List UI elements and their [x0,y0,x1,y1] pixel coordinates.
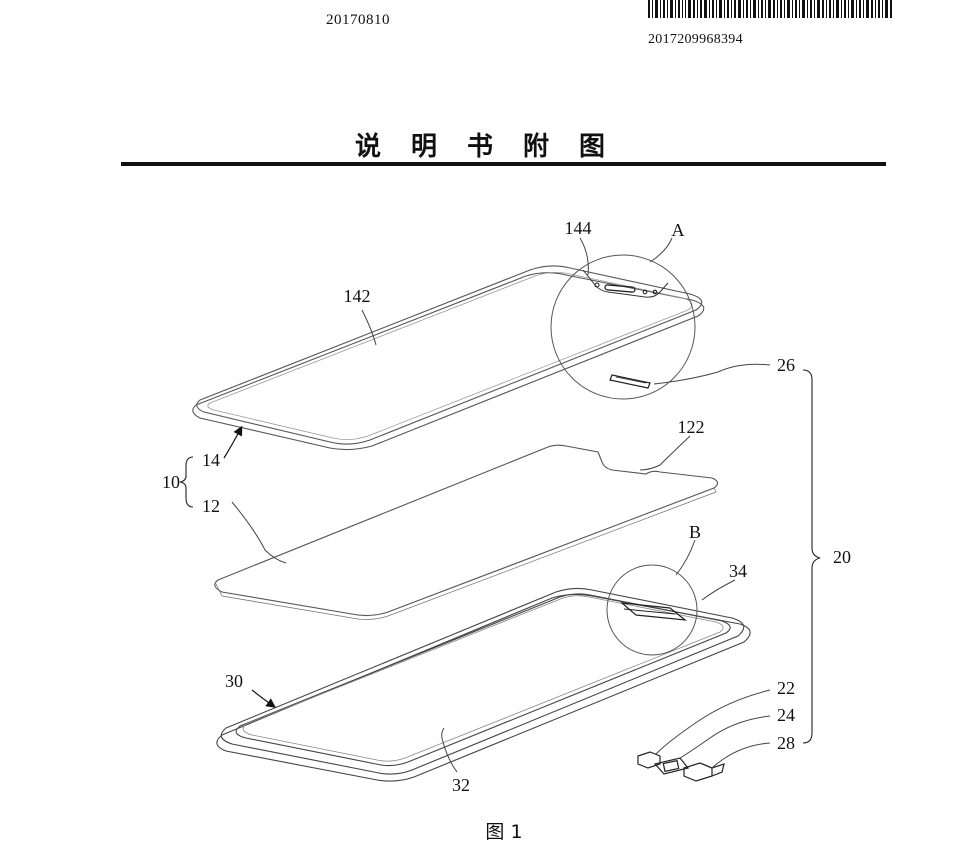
label-28: 28 [777,733,795,753]
label-122: 122 [678,417,705,437]
frame [216,587,751,782]
cover-plate [192,265,705,451]
label-34: 34 [729,561,747,581]
label-30: 30 [225,671,243,691]
page-title: 说明书附图 [354,132,635,162]
label-12: 12 [202,496,220,516]
label-B: B [689,522,701,542]
publication-date: 20170810 [326,12,390,28]
label-20: 20 [833,547,851,567]
pointer-arrows [223,425,276,708]
leader-lines [231,237,771,773]
label-10: 10 [162,472,180,492]
application-number: 2017209968394 [648,32,743,47]
braces [179,369,821,744]
label-A: A [672,220,685,240]
title-rule [121,162,886,166]
detail-circle-b [606,564,698,656]
figure-caption: 图 1 [485,821,522,843]
label-142: 142 [344,286,371,306]
barcode [648,0,892,18]
sensor-assembly [637,751,725,782]
label-14: 14 [202,450,220,470]
detail-circle-a [550,254,696,400]
label-144: 144 [565,218,592,238]
label-26: 26 [777,355,795,375]
label-22: 22 [777,678,795,698]
display-panel [214,444,719,620]
label-32: 32 [452,775,470,795]
receiver-component [609,374,651,389]
label-24: 24 [777,705,795,725]
